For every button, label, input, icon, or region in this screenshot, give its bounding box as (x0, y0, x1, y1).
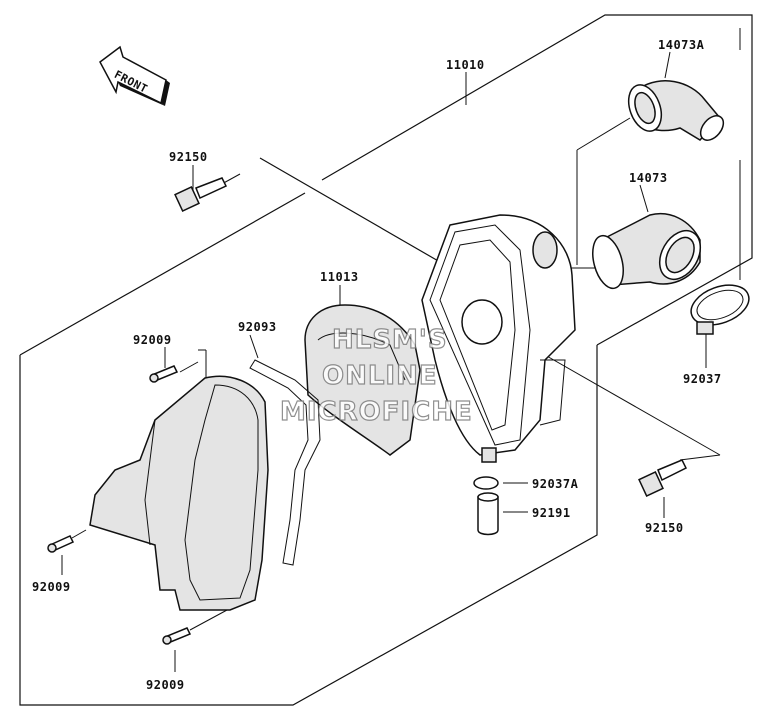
filter-element-11013 (304, 304, 421, 456)
part-label-92009-top: 92009 (133, 333, 172, 347)
air-cleaner-housing-11010 (421, 214, 576, 463)
part-label-92009-bottom: 92009 (146, 678, 185, 692)
watermark-line-2: ONLINE (321, 361, 438, 391)
sleeve-92191 (477, 492, 499, 536)
gasket-92093 (249, 359, 321, 566)
watermark-line-3: MICROFICHE (279, 397, 473, 427)
intake-duct-14073 (592, 213, 702, 290)
part-label-11010: 11010 (446, 58, 485, 72)
clip-92037A (473, 476, 499, 490)
watermark-line-1: HLSM'S (331, 325, 448, 355)
screw-92009-left (47, 535, 75, 553)
part-label-14073: 14073 (629, 171, 668, 185)
bolt-92150-right (638, 459, 688, 497)
part-label-92150-right: 92150 (645, 521, 684, 535)
part-label-92150-top: 92150 (169, 150, 208, 164)
part-label-92009-left: 92009 (32, 580, 71, 594)
front-arrow-icon (99, 45, 170, 106)
part-label-92093: 92093 (238, 320, 277, 334)
part-label-92037: 92037 (683, 372, 722, 386)
screw-92009-top (149, 365, 179, 383)
part-label-92191: 92191 (532, 506, 571, 520)
part-label-14073A: 14073A (658, 38, 705, 52)
bolt-92150-top (174, 177, 228, 212)
assembly-outline (19, 14, 753, 706)
part-label-92037A: 92037A (532, 477, 579, 491)
elbow-duct-14073A (627, 80, 725, 141)
screw-92009-bottom (162, 627, 192, 645)
clamp-92037 (690, 284, 750, 335)
air-cleaner-cover (89, 375, 269, 611)
part-label-11013: 11013 (320, 270, 359, 284)
